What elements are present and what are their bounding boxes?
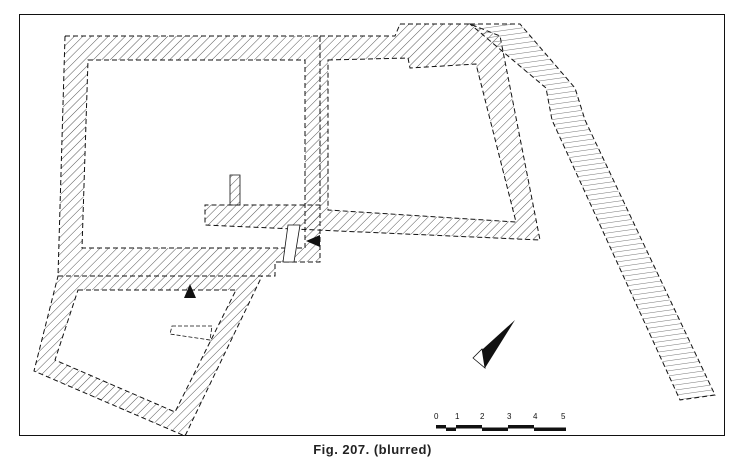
- wall-annex-stub: [169, 325, 213, 341]
- scale-label-3: 3: [507, 412, 512, 421]
- site-plan: 0 1 2 3 4 5: [33, 23, 716, 437]
- scale-label-4: 4: [533, 412, 538, 421]
- wall-right-room: [204, 23, 541, 241]
- scale-label-1: 1: [455, 412, 460, 421]
- scale-label-2: 2: [480, 412, 485, 421]
- wall-stub-inner: [229, 174, 241, 206]
- figure-caption: Fig. 207. (blurred): [313, 442, 432, 457]
- arrow-up-icon: [184, 284, 196, 298]
- wall-lower-annex: [33, 275, 263, 437]
- north-arrow-icon: [472, 320, 515, 369]
- scale-label-0: 0: [434, 412, 439, 421]
- scale-bar: 0 1 2 3 4 5: [434, 412, 566, 431]
- arrow-left-icon: [306, 235, 320, 247]
- wall-gap-right: [282, 224, 301, 263]
- wall-diagonal: [468, 23, 716, 401]
- wall-left-room: [57, 35, 321, 277]
- scale-label-5: 5: [561, 412, 566, 421]
